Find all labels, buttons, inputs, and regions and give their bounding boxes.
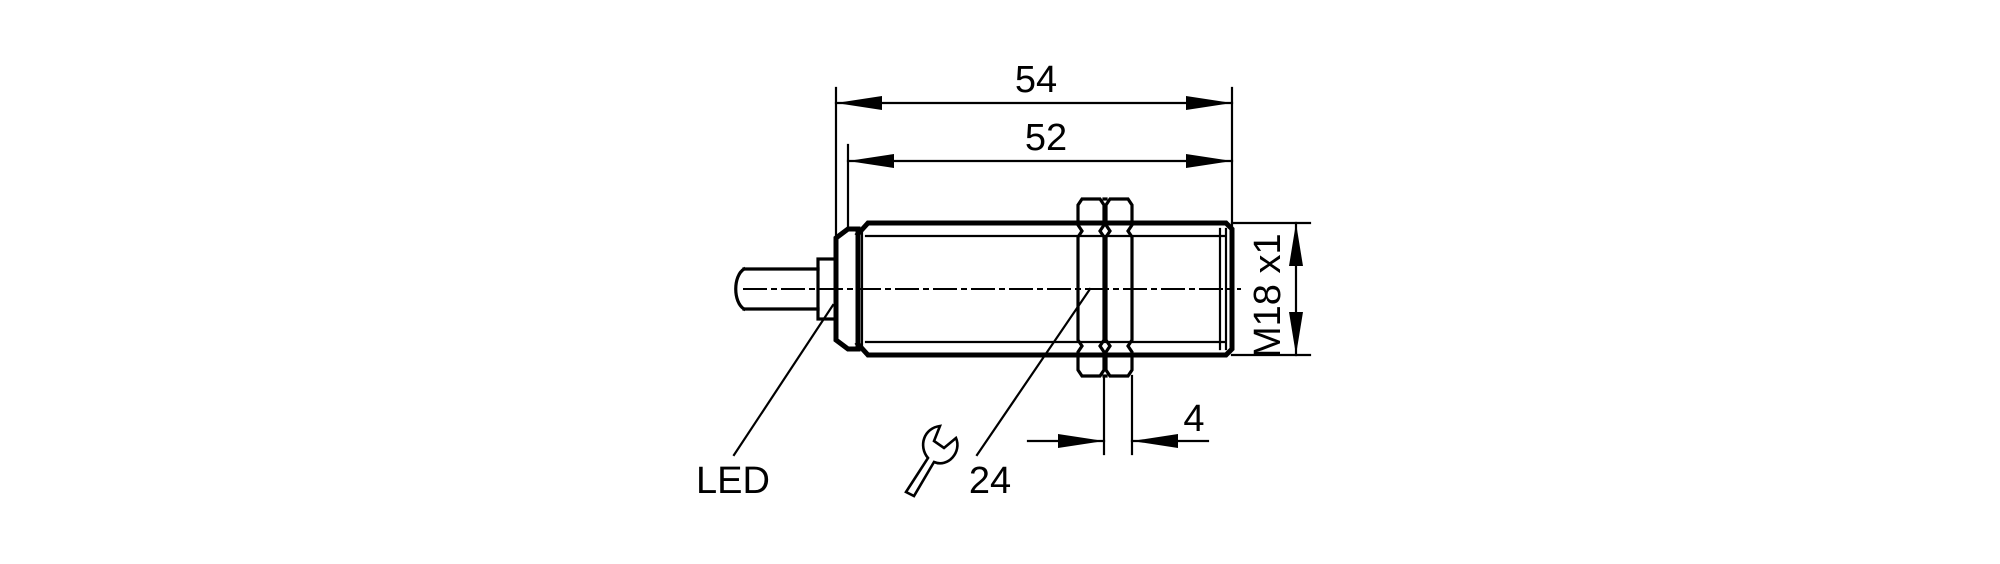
dimension-nut-thickness: 4 — [1026, 374, 1210, 456]
led-callout: LED — [696, 303, 835, 502]
wrench-callout: 24 — [904, 287, 1092, 502]
thread-size-label: M18 x1 — [1247, 233, 1289, 358]
hex-nuts — [1076, 197, 1134, 378]
overall-length-label: 54 — [1015, 59, 1057, 101]
dimension-thread-length: 52 — [846, 117, 1234, 231]
wrench-icon — [904, 424, 959, 498]
wrench-size-label: 24 — [969, 460, 1011, 502]
nut-thickness-label: 4 — [1183, 398, 1204, 440]
thread-length-label: 52 — [1025, 117, 1067, 159]
cable — [734, 266, 820, 312]
dimension-overall-length: 54 — [834, 59, 1234, 242]
led-label: LED — [696, 460, 770, 502]
dimension-thread-size: M18 x1 — [1230, 221, 1312, 358]
